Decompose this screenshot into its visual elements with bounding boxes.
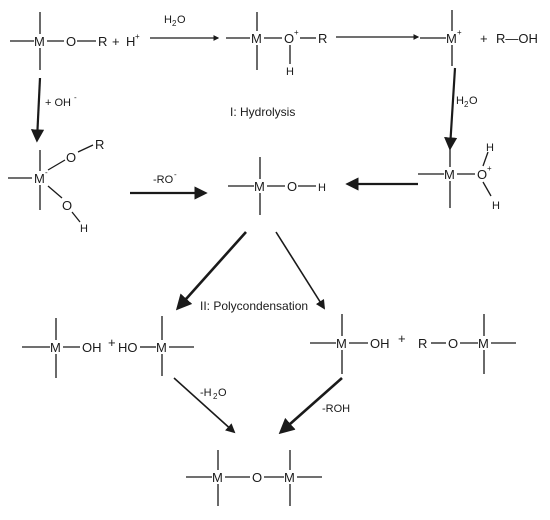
atom-label: O: [284, 31, 294, 46]
atom-label: -RO: [153, 174, 174, 186]
arrow-hydroxide-attack: [30, 77, 45, 143]
atom-label: O: [469, 95, 478, 107]
atom-label: H: [164, 14, 172, 26]
bond-line: [482, 151, 489, 167]
hydroxide-label: + OH -: [45, 93, 77, 109]
atom-label: H: [318, 182, 326, 194]
alkyl-group: R: [98, 34, 107, 49]
atom-label: 2: [213, 392, 218, 401]
atom-label: +: [398, 331, 406, 346]
atom-label: O: [177, 14, 186, 26]
protonated-alkoxide: M O + H R: [226, 12, 327, 78]
atom-label: +: [457, 28, 462, 37]
atom-label: O: [287, 179, 297, 194]
atom-label: OH: [82, 340, 102, 355]
arrow-to-olation: [175, 231, 247, 311]
hydroxide-pair-left: M OH + HO M: [22, 316, 194, 378]
alcohol-loss-label: -ROH: [322, 403, 350, 415]
arrow-oxolation-condensation: [278, 377, 343, 435]
bond-line: [71, 211, 81, 223]
atom-label: M: [34, 171, 45, 186]
atom-label: M: [254, 179, 265, 194]
atom-label: +: [294, 28, 299, 37]
atom-label: M: [212, 470, 223, 485]
water-loss-label: -H 2 O: [200, 387, 227, 401]
atom-label: M: [50, 340, 61, 355]
aqua-complex: M O + H H: [418, 142, 500, 212]
hydroxide-alkoxide-pair-right: M OH + R O M: [310, 314, 516, 374]
atom-label: O: [62, 198, 72, 213]
atom-label: M: [156, 340, 167, 355]
alkoxide-loss-label: -RO -: [153, 170, 177, 186]
metal-hydroxide-center: M O H: [228, 157, 326, 215]
atom-label: +: [135, 32, 140, 41]
atom-label: H: [126, 34, 135, 49]
bond-line: [47, 159, 66, 171]
oxo-bridge-product: M O M: [186, 450, 322, 506]
atom-label: M: [284, 470, 295, 485]
oxygen-atom: O: [66, 34, 76, 49]
bond-line: [77, 144, 94, 153]
atom-label: +: [108, 335, 116, 350]
arrow-to-oxolation: [275, 231, 326, 310]
atom-label: R: [95, 137, 104, 152]
atom-label: O: [66, 150, 76, 165]
atom-label: H: [492, 200, 500, 212]
atom-label: O: [218, 387, 227, 399]
pentacoordinate-intermediate: M - O R O H: [8, 137, 104, 235]
atom-label: -: [174, 170, 177, 179]
water-label-1: H 2 O: [164, 14, 186, 28]
atom-label: R: [418, 336, 427, 351]
atom-label: O: [252, 470, 262, 485]
atom-label: H: [80, 223, 88, 235]
bond-line: [47, 185, 63, 199]
bond-line: [482, 181, 492, 197]
atom-label: M: [478, 336, 489, 351]
atom-label: M: [446, 31, 457, 46]
proton-reagent: H +: [126, 32, 140, 49]
metal-atom: M: [34, 34, 45, 49]
atom-label: M: [444, 167, 455, 182]
atom-label: +: [480, 31, 488, 46]
arrow-water-addition: [444, 67, 458, 151]
hydrolysis-label: I: Hydrolysis: [230, 105, 295, 119]
atom-label: O: [448, 336, 458, 351]
atom-label: R: [318, 31, 327, 46]
atom-label: -: [45, 168, 48, 177]
polycondensation-label: II: Polycondensation: [200, 299, 308, 313]
arrow-olation-condensation: [173, 377, 236, 434]
atom-label: +: [487, 164, 492, 173]
atom-label: O: [477, 167, 487, 182]
atom-label: OH: [370, 336, 390, 351]
atom-label: M: [336, 336, 347, 351]
metal-cation: M +: [420, 10, 462, 66]
atom-label: 2: [172, 19, 177, 28]
atom-label: + OH: [45, 97, 71, 109]
alcohol-product: R—OH: [496, 31, 538, 46]
atom-label: 2: [464, 100, 469, 109]
water-label-2: H 2 O: [456, 95, 478, 109]
atom-label: HO: [118, 340, 138, 355]
plus-sign: +: [112, 34, 120, 49]
atom-label: H: [486, 142, 494, 154]
atom-label: -: [74, 93, 77, 102]
atom-label: -H: [200, 387, 212, 399]
atom-label: H: [286, 66, 294, 78]
alkoxide-molecule: M O R: [10, 12, 107, 70]
atom-label: H: [456, 95, 464, 107]
atom-label: M: [251, 31, 262, 46]
